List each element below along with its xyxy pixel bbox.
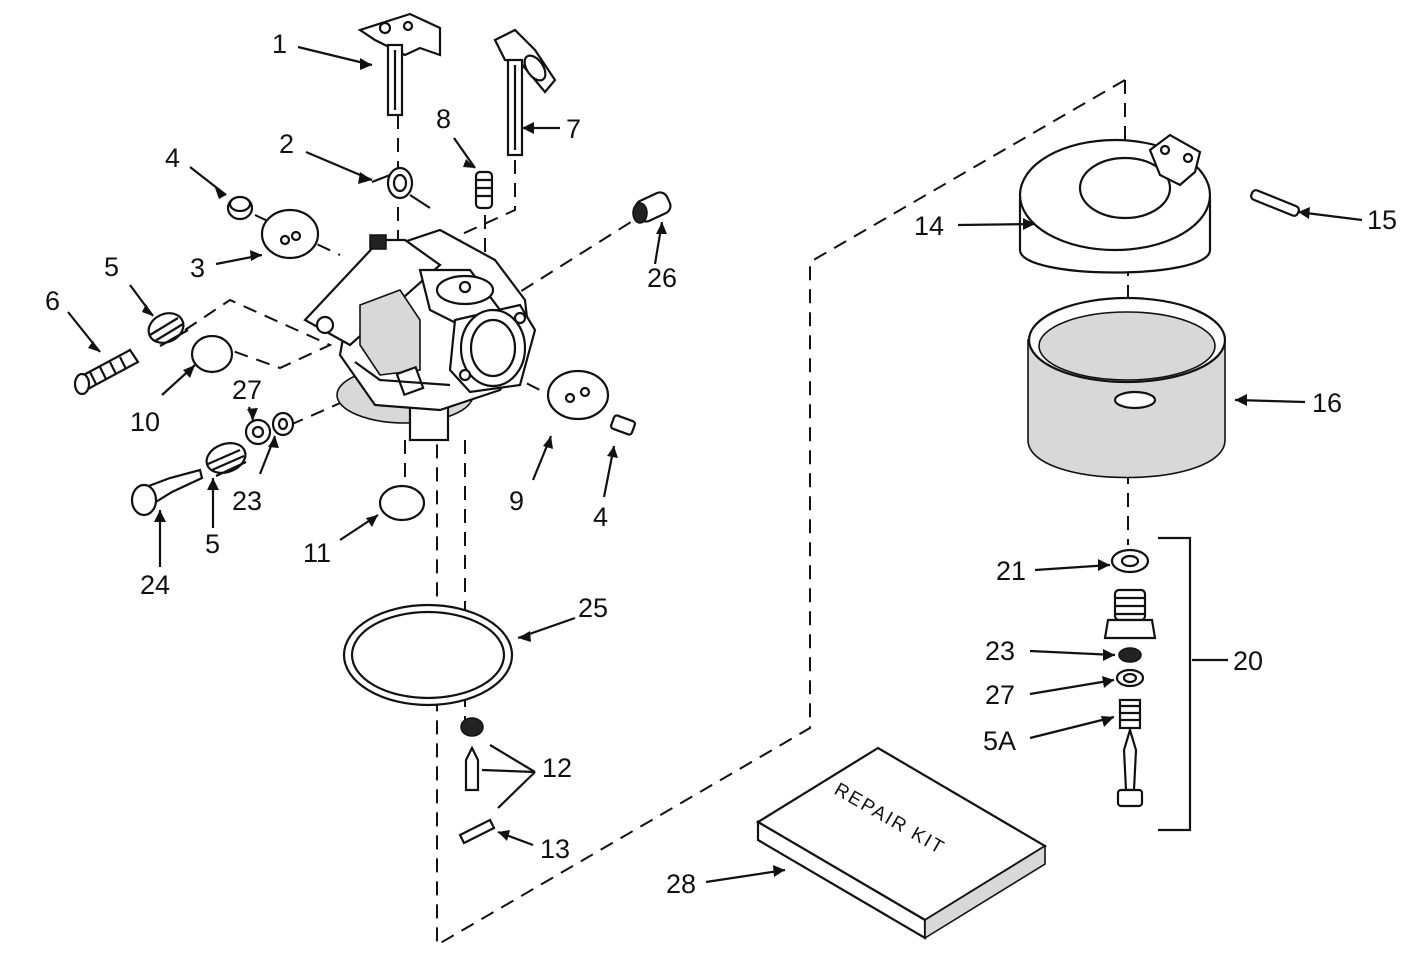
callout-1: 1 — [272, 29, 287, 59]
welch-plug-part — [190, 334, 234, 374]
callout-26: 26 — [647, 263, 677, 293]
callout-24: 24 — [140, 570, 170, 600]
float-part — [1018, 133, 1212, 274]
float-pin-part — [1250, 189, 1300, 217]
main-spring-part — [205, 442, 247, 477]
small-screw-part — [474, 170, 494, 210]
idle-spring-part — [147, 312, 189, 347]
bowl-nut-assembly-part — [1103, 548, 1157, 808]
carburetor-body-part — [303, 228, 537, 442]
callout-4-left: 4 — [165, 143, 180, 173]
callout-23-left: 23 — [232, 486, 262, 516]
leader-lines — [67, 45, 1363, 884]
callout-20: 20 — [1233, 646, 1263, 676]
idle-screw-part — [73, 348, 140, 396]
spring-part — [371, 166, 431, 209]
choke-plate-screw-part — [610, 414, 636, 436]
callout-25: 25 — [578, 593, 608, 623]
callout-5-upper: 5 — [104, 252, 119, 282]
bowl-gasket-part — [342, 603, 514, 707]
callout-28: 28 — [666, 869, 696, 899]
float-bowl-part — [1027, 296, 1227, 479]
choke-shaft-part — [493, 28, 557, 157]
callout-5-lower: 5 — [205, 529, 220, 559]
callout-labels: 1 2 4 3 5 6 7 8 26 10 27 23 5 24 11 9 4 … — [45, 29, 1397, 899]
fuel-fitting-part — [632, 191, 672, 224]
callout-6: 6 — [45, 286, 60, 316]
assembly-bracket — [1158, 536, 1192, 832]
washer-left-part — [244, 411, 295, 446]
arrowheads — [88, 58, 1310, 877]
callout-10: 10 — [130, 407, 160, 437]
main-needle-part — [130, 468, 204, 517]
callout-12: 12 — [542, 753, 572, 783]
throttle-plate-part — [260, 208, 320, 260]
callout-5A: 5A — [983, 726, 1016, 756]
callout-16: 16 — [1312, 388, 1342, 418]
callout-8: 8 — [436, 104, 451, 134]
callout-21: 21 — [996, 556, 1026, 586]
callout-11: 11 — [303, 538, 331, 568]
choke-plate-part — [546, 369, 610, 421]
repair-kit-part: REPAIR KIT — [755, 746, 1048, 940]
bowl-plug-part — [378, 484, 426, 522]
callout-27-left: 27 — [232, 375, 262, 405]
callout-14: 14 — [914, 211, 944, 241]
callout-3: 3 — [190, 253, 205, 283]
callout-23-right: 23 — [985, 636, 1015, 666]
callout-15: 15 — [1367, 205, 1397, 235]
callout-7: 7 — [566, 114, 581, 144]
callout-2: 2 — [279, 129, 294, 159]
throttle-shaft-part — [357, 12, 442, 117]
inlet-needle-seat-part — [458, 717, 496, 845]
throttle-plate-screw-part — [226, 195, 254, 221]
callout-27-right: 27 — [985, 680, 1015, 710]
callout-13: 13 — [540, 834, 570, 864]
callout-4-right: 4 — [593, 502, 608, 532]
callout-9: 9 — [509, 486, 524, 516]
